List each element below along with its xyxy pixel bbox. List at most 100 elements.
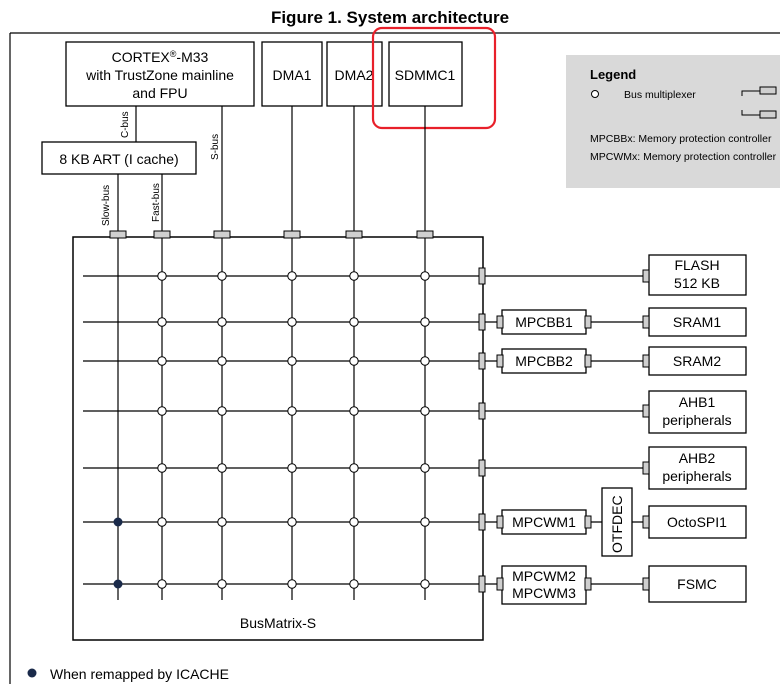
ahb1-peripherals-label: peripherals bbox=[662, 412, 731, 428]
bus-multiplexer bbox=[349, 356, 359, 366]
mpcwm1-port-in bbox=[496, 515, 504, 529]
mpcbb2-label: MPCBB2 bbox=[515, 353, 573, 369]
bus-multiplexer bbox=[349, 406, 359, 416]
bus-multiplexer bbox=[217, 517, 227, 527]
mpcwm1-port-out bbox=[584, 515, 592, 529]
bus-multiplexer bbox=[157, 579, 167, 589]
fsmc-port bbox=[642, 577, 650, 591]
bus-multiplexer bbox=[217, 406, 227, 416]
matrix-port-fsmc bbox=[478, 575, 486, 593]
legend-mpcwm-label: MPCWMx: Memory protection controller bbox=[590, 151, 777, 163]
busmatrix-box bbox=[72, 236, 484, 641]
legend-mux-label: Bus multiplexer bbox=[624, 89, 696, 101]
ahb2-peripherals-label: peripherals bbox=[662, 468, 731, 484]
footnote-dot bbox=[27, 668, 37, 678]
highlight-rectangle bbox=[371, 26, 497, 130]
mpcbb1-port-in bbox=[496, 315, 504, 329]
slowbus-label: Slow-bus bbox=[101, 185, 112, 226]
flash-size-label: 512 KB bbox=[674, 275, 720, 291]
mpcbb2-port-out bbox=[584, 354, 592, 368]
bus-multiplexer bbox=[349, 517, 359, 527]
legend-panel bbox=[566, 55, 780, 188]
octospi1-label: OctoSPI1 bbox=[667, 514, 727, 530]
octospi1-box bbox=[648, 505, 747, 539]
mpcbb2-port-in bbox=[496, 354, 504, 368]
bus-multiplexer bbox=[157, 406, 167, 416]
bus-multiplexer bbox=[287, 317, 297, 327]
matrix-port-flash bbox=[478, 267, 486, 285]
mpcbb1-label: MPCBB1 bbox=[515, 314, 573, 330]
dma1-box bbox=[261, 41, 323, 107]
bus-multiplexer bbox=[287, 579, 297, 589]
dma2-label: DMA2 bbox=[335, 67, 374, 83]
bus-multiplexer bbox=[157, 271, 167, 281]
dma1-label: DMA1 bbox=[273, 67, 312, 83]
legend-mux-symbol bbox=[591, 90, 599, 98]
matrix-port-sram1 bbox=[478, 313, 486, 331]
sram2-label: SRAM2 bbox=[673, 353, 721, 369]
flash-label: FLASH bbox=[674, 257, 719, 273]
cortex-label-line3: and FPU bbox=[132, 85, 187, 101]
bus-multiplexer bbox=[217, 463, 227, 473]
bus-multiplexer bbox=[420, 317, 430, 327]
bus-multiplexer bbox=[287, 406, 297, 416]
flash-port bbox=[642, 269, 650, 283]
matrix-port-ahb2 bbox=[478, 459, 486, 477]
cortex-label-line2: with TrustZone mainline bbox=[85, 67, 234, 83]
matrix-port-octospi bbox=[478, 513, 486, 531]
bus-multiplexer bbox=[157, 317, 167, 327]
bus-multiplexer bbox=[157, 517, 167, 527]
bus-multiplexer bbox=[420, 356, 430, 366]
remap-dot-octospi bbox=[113, 517, 123, 527]
legend-title: Legend bbox=[590, 67, 636, 82]
mpcwm1-box bbox=[501, 509, 587, 535]
sram2-port bbox=[642, 354, 650, 368]
remap-dot-fsmc bbox=[113, 579, 123, 589]
fastbus-port bbox=[153, 230, 171, 239]
bus-multiplexer bbox=[349, 317, 359, 327]
bus-multiplexer bbox=[420, 463, 430, 473]
bus-multiplexer bbox=[420, 271, 430, 281]
bus-multiplexer bbox=[287, 271, 297, 281]
mpcwm2-port-in bbox=[496, 577, 504, 591]
bus-multiplexer bbox=[287, 463, 297, 473]
art-cache-label: 8 KB ART (I cache) bbox=[59, 151, 178, 167]
mpcbb2-box bbox=[501, 348, 587, 374]
bus-multiplexers bbox=[157, 271, 430, 589]
sram1-box bbox=[648, 307, 747, 337]
mpcwm2-port-out bbox=[584, 577, 592, 591]
mpcbb1-port-out bbox=[584, 315, 592, 329]
mpcwm1-label: MPCWM1 bbox=[512, 514, 576, 530]
matrix-port-sram2 bbox=[478, 352, 486, 370]
fastbus-label: Fast-bus bbox=[151, 183, 162, 222]
sram2-box bbox=[648, 346, 747, 376]
octospi1-port bbox=[642, 515, 650, 529]
bus-multiplexer bbox=[217, 271, 227, 281]
mpcwm2-label: MPCWM2 bbox=[512, 568, 576, 584]
ahb1-label: AHB1 bbox=[679, 394, 716, 410]
sdmmc1-box bbox=[388, 41, 463, 107]
ahb2-box bbox=[648, 446, 747, 490]
art-cache-box bbox=[41, 141, 197, 175]
bus-multiplexer bbox=[420, 406, 430, 416]
sdmmc1-port bbox=[416, 230, 434, 239]
sdmmc1-label: SDMMC1 bbox=[395, 67, 456, 83]
bus-multiplexer bbox=[287, 517, 297, 527]
fsmc-label: FSMC bbox=[677, 576, 717, 592]
busmatrix-label: BusMatrix-S bbox=[240, 615, 316, 631]
mpcwm3-label: MPCWM3 bbox=[512, 585, 576, 601]
bus-multiplexer bbox=[349, 271, 359, 281]
sbus-port bbox=[213, 230, 231, 239]
dma1-port bbox=[283, 230, 301, 239]
otfdec-label: OTFDEC bbox=[609, 495, 625, 553]
sram1-label: SRAM1 bbox=[673, 314, 721, 330]
figure-title: Figure 1. System architecture bbox=[270, 8, 510, 27]
bus-multiplexer bbox=[287, 356, 297, 366]
ahb1-port bbox=[642, 404, 650, 418]
bus-multiplexer bbox=[157, 463, 167, 473]
ahb2-port bbox=[642, 461, 650, 475]
legend-port-a bbox=[759, 86, 777, 95]
otfdec-box bbox=[601, 487, 633, 557]
cortex-label: CORTEX®-M33 bbox=[112, 49, 209, 65]
